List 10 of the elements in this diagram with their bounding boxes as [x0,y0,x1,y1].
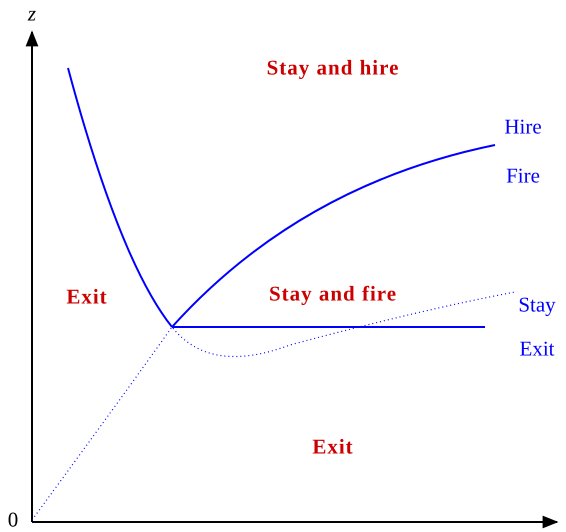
region-label: Stay and hire [266,58,400,78]
region-label: Exit [66,286,108,308]
region-label: Stay and fire [268,284,398,304]
curve-label: Exit [520,338,554,360]
curve-label: Hire [504,116,542,138]
curve-label: Fire [506,166,540,186]
curve-label: Stay [518,294,556,316]
origin-label: 0 [8,510,18,530]
axis-label: z [28,4,36,24]
region-label: Exit [312,436,354,458]
